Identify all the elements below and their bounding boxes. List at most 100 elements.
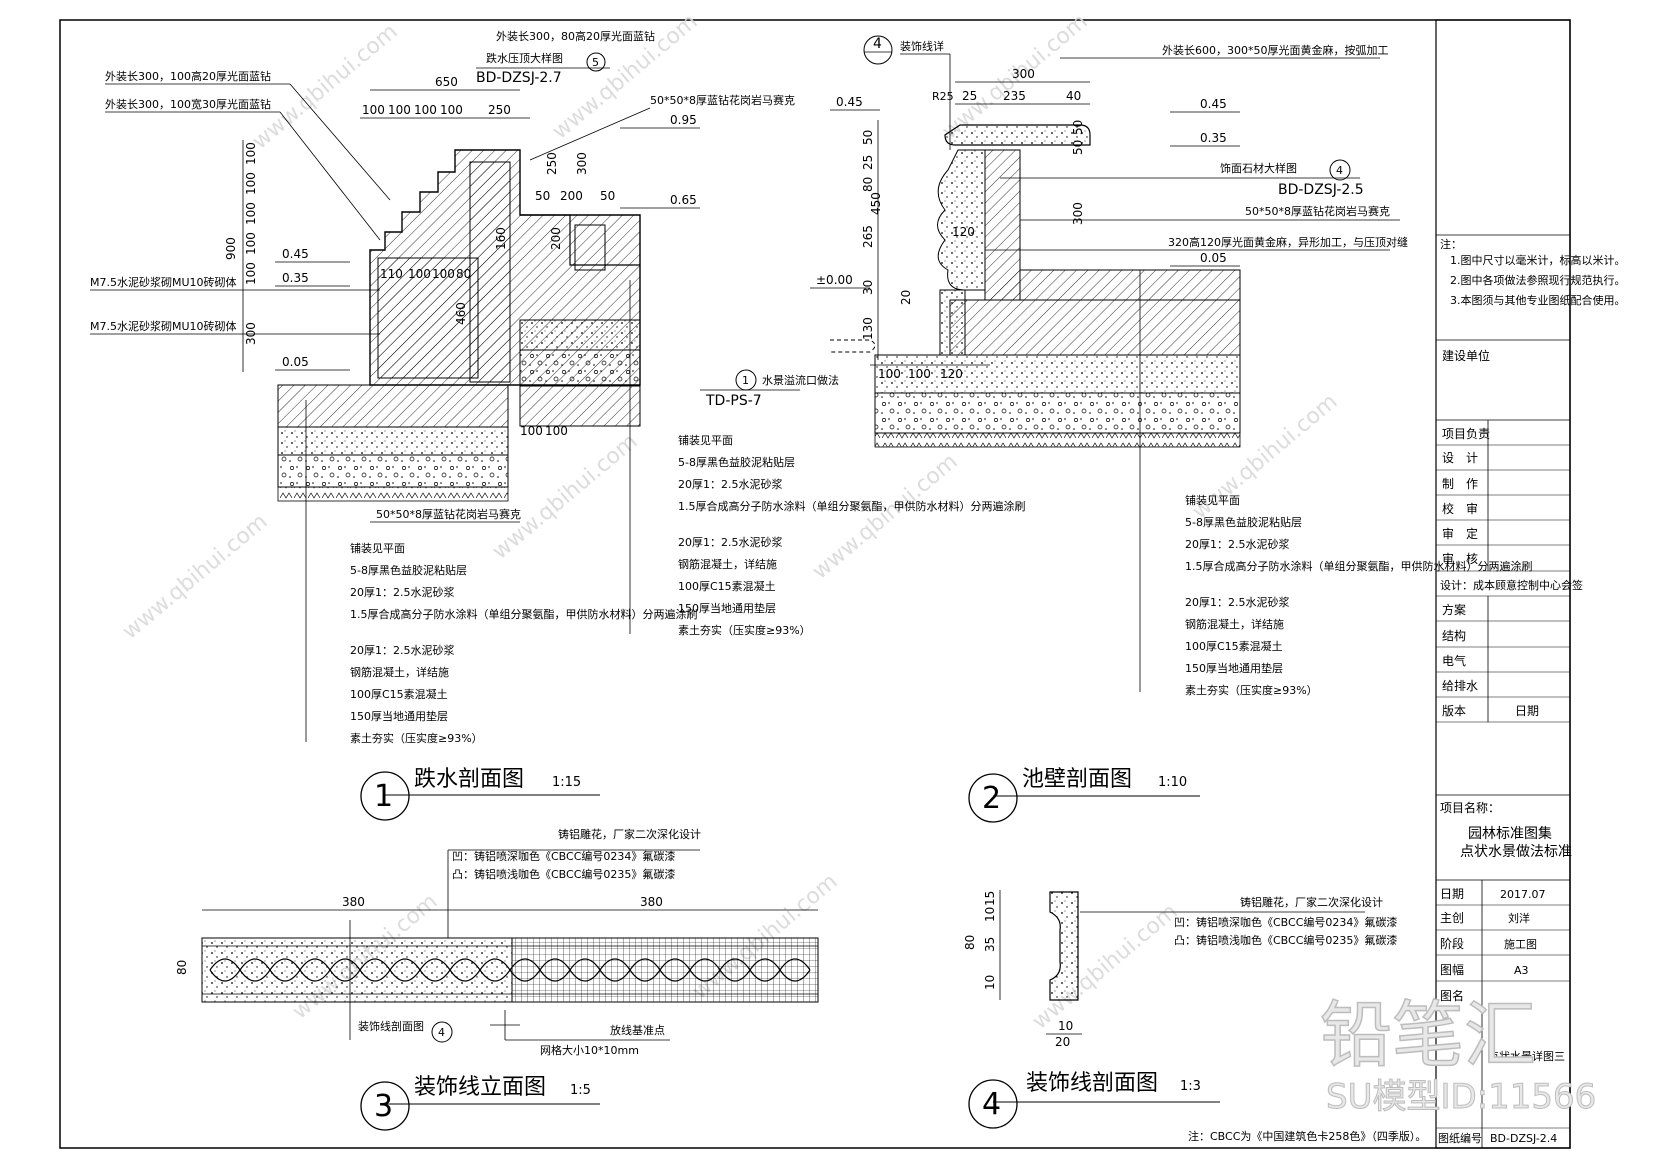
coping-stone (944, 124, 1091, 146)
dim-110: 110 (380, 267, 403, 281)
dim-100: 100 (244, 232, 258, 255)
tb-date-label: 日期 (1515, 704, 1539, 718)
level-0.05: 0.05 (1200, 251, 1227, 265)
layer-text: 钢筋混凝土，详结施 (678, 557, 777, 571)
title-number-2: 2 (982, 781, 1001, 816)
dim-100: 100 (408, 267, 431, 281)
layer-text: 素土夯实（压实度≥93%） (678, 623, 811, 637)
layer-c15 (277, 426, 509, 456)
dim-300: 300 (244, 322, 258, 345)
level-0.45: 0.45 (836, 95, 863, 109)
label-n2: 凹：铸铝喷深咖色《CBCC编号0234》氟碳漆 (452, 849, 675, 863)
tb-role: 设 计 (1442, 451, 1478, 465)
scale-2: 1:10 (1158, 775, 1187, 790)
tb-info-value: A3 (1514, 964, 1529, 977)
label-deco: 装饰线详 (900, 39, 944, 53)
dim-25: 25 (962, 89, 977, 103)
dim-50: 50 (861, 130, 875, 145)
dim-100: 100 (388, 103, 411, 117)
tb-discipline: 结构 (1442, 628, 1466, 643)
dim-100: 100 (520, 424, 543, 438)
dim-200: 200 (560, 189, 583, 203)
layer-text: 20厚1：2.5水泥砂浆 (1185, 595, 1290, 609)
title-circle-1 (360, 771, 410, 821)
tb-project-name1: 园林标准图集 (1468, 825, 1552, 842)
label-brick1: M7.5水泥砂浆砌MU10砖砌体 (90, 275, 237, 289)
tb-project-name2: 点状水景做法标准 (1460, 844, 1572, 860)
label-left1: 外装长300，100高20厚光面蓝钻 (105, 69, 271, 83)
layer-text: 150厚当地通用垫层 (1185, 661, 1283, 675)
title-3: 装饰线立面图 (414, 1075, 546, 1100)
dim-20: 20 (899, 290, 913, 305)
dim-10: 10 (983, 975, 997, 990)
title-1: 跌水剖面图 (414, 767, 524, 792)
ref-circle (863, 35, 893, 65)
title-circle-2 (968, 773, 1018, 823)
tb-info-value: 刘洋 (1508, 911, 1530, 925)
tb-info-key: 主创 (1440, 911, 1464, 925)
tb-info: 日期 2017.07 主创 刘洋 阶段 施工图 图幅 A3 图名 点状水景详图三… (1436, 887, 1570, 1145)
tb-discipline: 给排水 (1442, 679, 1478, 693)
ref-num-5: 5 (592, 56, 599, 69)
dim-80: 80 (175, 960, 189, 975)
dim-25: 25 (861, 155, 875, 170)
label-base: 放线基准点 (610, 1023, 665, 1037)
layer-c15 (874, 354, 1241, 394)
dim-300: 300 (1012, 67, 1035, 81)
dim-200: 200 (549, 227, 563, 250)
layer-text: 100厚C15素混凝土 (1185, 639, 1283, 653)
layer-base-right (519, 349, 641, 387)
watermark-model-id: SU模型ID:11566 (1326, 1077, 1596, 1117)
dim-380: 380 (640, 895, 663, 909)
dim-900: 900 (224, 237, 238, 260)
ref-circle (431, 1021, 453, 1043)
level-0.35: 0.35 (282, 271, 309, 285)
tb-note: 2.图中各项做法参照现行规范执行。 (1450, 273, 1626, 287)
tb-discipline: 方案 (1442, 602, 1466, 617)
dim-300: 300 (575, 152, 589, 175)
dim-120: 120 (952, 225, 975, 239)
dim-100: 100 (440, 103, 463, 117)
tb-info-key: 图名 (1440, 988, 1464, 1003)
wall-core (469, 161, 511, 383)
brick-core (377, 257, 479, 379)
title-4: 装饰线剖面图 (1026, 1071, 1158, 1096)
label-n1: 铸铝雕花，厂家二次深化设计 (558, 827, 701, 841)
layer-text: 钢筋混凝土，详结施 (350, 665, 449, 679)
layer-text: 20厚1：2.5水泥砂浆 (678, 535, 783, 549)
label-mosaic: 50*50*8厚蓝钻花岗岩马赛克 (650, 93, 795, 107)
layer-struct-right (519, 385, 641, 427)
profile-stone (937, 149, 986, 291)
dim-50: 50 (1071, 140, 1085, 155)
layer-text: 铺装见平面 (678, 434, 733, 447)
ref-num: 1 (742, 374, 749, 387)
ref-code: BD-DZSJ-2.7 (476, 70, 562, 86)
label-coping: 外装长600，300*50厚光面黄金麻，按弧加工 (1162, 43, 1389, 57)
title-number-3: 3 (374, 1089, 393, 1124)
tb-info-value: BD-DZSJ-2.4 (1490, 1132, 1557, 1145)
dim-20: 20 (1055, 1035, 1070, 1049)
dim-250: 250 (545, 152, 559, 175)
layer-soil (874, 432, 1241, 448)
tb-company: 设计：成本顾意控制中心会签 (1440, 578, 1583, 592)
ref-code: TD-PS-7 (705, 393, 762, 409)
label-top1: 外装长300，80高20厚光面蓝钻 (496, 29, 655, 43)
ornament-wave (209, 958, 811, 982)
scale-1: 1:15 (552, 775, 581, 790)
dim-80: 80 (963, 935, 977, 950)
dim-100: 100 (545, 424, 568, 438)
channel-box (574, 224, 606, 271)
title-circle-3 (360, 1081, 410, 1131)
label-stone-ref: 饰面石材大样图 (1220, 161, 1297, 175)
level-0.65: 0.65 (670, 193, 697, 207)
dim-100: 100 (244, 142, 258, 165)
level-0.95: 0.95 (670, 113, 697, 127)
tb-role: 审 核 (1442, 551, 1478, 566)
layer-base (277, 454, 509, 488)
level-0.00: ±0.00 (816, 273, 853, 287)
layer-soil (277, 486, 509, 502)
tb-role: 校 审 (1442, 501, 1478, 516)
tb-roles: 项目负责 设 计 制 作 校 审 审 定 审 核 (1436, 427, 1570, 572)
tb-version-label: 版本 (1442, 704, 1466, 718)
watermark-site: www.qbihui.com (118, 509, 273, 644)
